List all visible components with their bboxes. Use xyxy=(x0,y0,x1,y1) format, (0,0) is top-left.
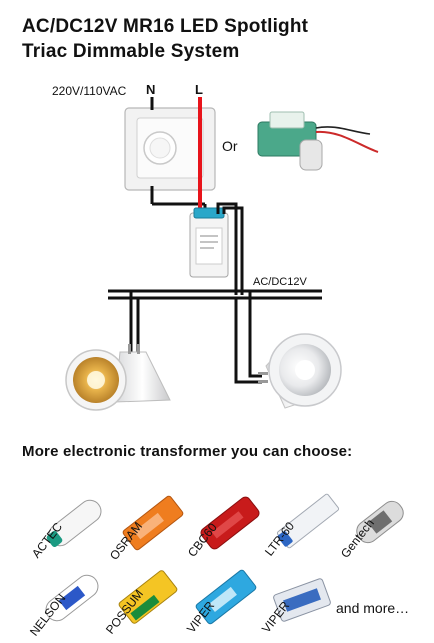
supply-voltage-label: 220V/110VAC xyxy=(52,84,127,98)
page-title: AC/DC12V MR16 LED Spotlight Triac Dimmab… xyxy=(22,14,308,64)
title-line-1: AC/DC12V MR16 LED Spotlight xyxy=(22,16,309,37)
neutral-label: N xyxy=(146,82,156,97)
electronic-transformer xyxy=(189,207,229,278)
live-label: L xyxy=(195,82,203,97)
transformer-options-heading: More electronic transformer you can choo… xyxy=(22,443,353,460)
led-spotlight-warm xyxy=(65,344,171,411)
transformer-images-row-1 xyxy=(46,493,404,551)
transformer-images-row-2 xyxy=(45,569,331,625)
output-voltage-label: AC/DC12V xyxy=(253,276,307,288)
wall-dimmer-switch xyxy=(124,107,216,191)
and-more-label: and more… xyxy=(336,600,410,616)
led-spotlight-cool xyxy=(258,333,342,409)
or-label: Or xyxy=(222,138,238,154)
module-dimmer xyxy=(257,111,379,171)
title-line-2: Triac Dimmable System xyxy=(22,41,240,62)
